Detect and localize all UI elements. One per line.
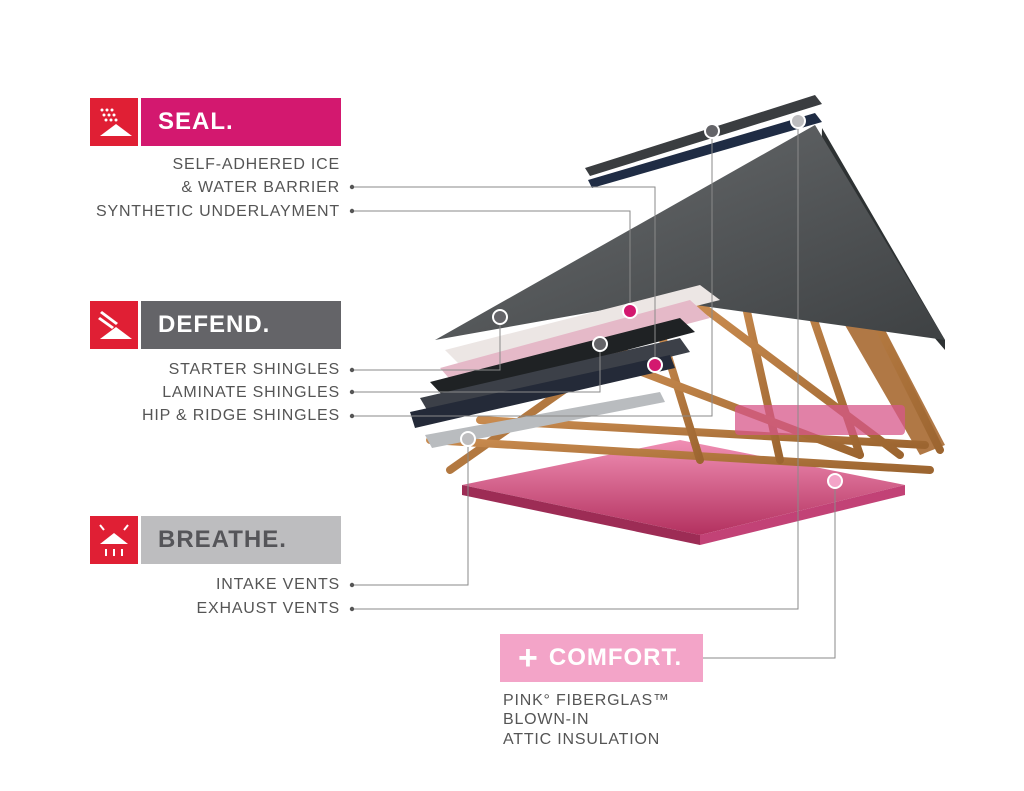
defend-item-1: STARTER SHINGLES [168, 361, 340, 378]
breathe-label: BREATHE. [141, 516, 341, 564]
starter-shingles [430, 318, 695, 398]
comfort-badge: + COMFORT. [500, 634, 703, 682]
plus-icon: + [518, 639, 539, 677]
comfort-label-wrap: + COMFORT. [500, 634, 682, 682]
leader-lines [352, 121, 836, 659]
breathe-item-2: EXHAUST VENTS [196, 600, 340, 617]
defend-roof-icon [90, 301, 138, 349]
defend-badge: DEFEND. [90, 301, 341, 349]
defend-item-2: LAMINATE SHINGLES [162, 384, 340, 401]
marker-synthetic-underlayment [622, 303, 638, 319]
breathe-badge: BREATHE. [90, 516, 341, 564]
defend-item-3: HIP & RIDGE SHINGLES [142, 407, 340, 424]
breathe-item-1: INTAKE VENTS [216, 576, 340, 593]
comfort-line-3: ATTIC INSULATION [503, 731, 661, 748]
seal-item-1: SELF-ADHERED ICE [172, 156, 340, 173]
marker-hip-ridge-shingles [704, 123, 720, 139]
marker-insulation [827, 473, 843, 489]
intake-vent-strip [425, 392, 665, 448]
seal-label: SEAL. [141, 98, 341, 146]
marker-intake-vents [460, 431, 476, 447]
leader-end-dots [349, 184, 355, 612]
exhaust-ridge-vent [588, 113, 822, 188]
marker-laminate-shingles [592, 336, 608, 352]
seal-item-2: & WATER BARRIER [181, 179, 340, 196]
synthetic-underlayment [445, 285, 720, 365]
comfort-line-2: BLOWN-IN [503, 711, 590, 728]
ridge-cap [585, 95, 822, 176]
seal-badge: SEAL. [90, 98, 341, 146]
defend-label: DEFEND. [141, 301, 341, 349]
laminate-shingle-field [435, 125, 945, 340]
insulation-batts [735, 405, 905, 435]
comfort-line-1: PINK° FIBERGLAS™ [503, 692, 670, 709]
marker-starter-shingles [492, 309, 508, 325]
marker-ice-water-barrier [647, 357, 663, 373]
breathe-roof-icon [90, 516, 138, 564]
seal-roof-icon [90, 98, 138, 146]
comfort-label: COMFORT. [548, 644, 683, 671]
marker-exhaust-vents [790, 113, 806, 129]
seal-item-3: SYNTHETIC UNDERLAYMENT [96, 203, 340, 220]
callout-markers [460, 113, 843, 489]
